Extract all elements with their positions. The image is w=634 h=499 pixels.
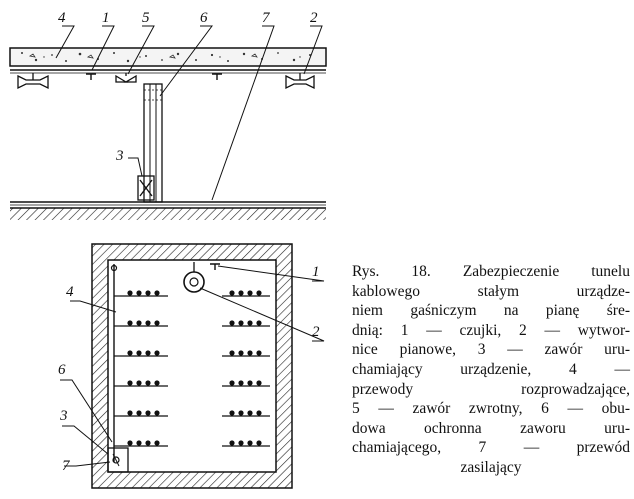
starting-valve-3 xyxy=(137,175,155,201)
label-4-top: 4 xyxy=(58,10,66,26)
foam-generator-section xyxy=(183,262,205,293)
foam-generator-left xyxy=(17,73,49,90)
label-7-top: 7 xyxy=(262,10,271,26)
cable-trays-left xyxy=(120,290,168,447)
longitudinal-section: 4 1 5 6 7 2 3 xyxy=(9,10,327,220)
label-6-section: 6 xyxy=(58,362,66,378)
top-view-labels: 4 1 5 6 7 2 3 xyxy=(58,10,318,164)
caption-line: kablowego stałym urządze- xyxy=(352,282,630,300)
label-2-section: 2 xyxy=(312,324,320,340)
label-5-top: 5 xyxy=(142,10,150,26)
ceiling-slab xyxy=(9,47,327,67)
detectors xyxy=(86,73,222,80)
tunnel-walls xyxy=(91,243,293,489)
caption-line: nice pianowe, 3 — zawór uru- xyxy=(352,341,630,359)
caption-line: Rys. 18. Zabezpieczenie tunelu xyxy=(352,263,630,280)
caption-line: 5 — zawór zwrotny, 6 — obu- xyxy=(352,400,630,418)
caption-line: dnią: 1 — czujki, 2 — wytwor- xyxy=(352,321,630,339)
label-1-top: 1 xyxy=(102,10,110,26)
cable-trays-right xyxy=(222,290,270,447)
cross-section-labels: 1 2 4 6 3 7 xyxy=(58,264,320,474)
caption-line: zasilający xyxy=(460,458,522,476)
figure-caption: Rys. 18. Zabezpieczenie tunelu kablowego… xyxy=(352,262,630,478)
label-7-section: 7 xyxy=(62,458,71,474)
label-1-section: 1 xyxy=(312,264,320,280)
label-3-top: 3 xyxy=(115,148,124,164)
cross-section-leaders xyxy=(60,265,325,467)
caption-line: niem gaśniczym na pianę śre- xyxy=(352,302,630,320)
riser-section xyxy=(107,264,129,473)
label-4-section: 4 xyxy=(66,284,74,300)
floor-slab xyxy=(10,208,326,220)
detector-section xyxy=(210,263,220,270)
caption-line: chamiającego, 7 — przewód xyxy=(352,439,630,457)
check-valve-5 xyxy=(115,73,137,83)
label-6-top: 6 xyxy=(200,10,208,26)
cross-section: 1 2 4 6 3 7 xyxy=(58,243,325,489)
caption-line: dowa ochronna zaworu uru- xyxy=(352,419,630,437)
label-2-top: 2 xyxy=(310,10,318,26)
foam-generator-right xyxy=(285,73,315,90)
top-view-leaders xyxy=(55,25,323,201)
riser-casing-6 xyxy=(143,83,163,203)
caption-line: przewody rozprowadzające, xyxy=(352,380,630,398)
caption-line: chamiający urządzenie, 4 — xyxy=(352,360,630,378)
label-3-section: 3 xyxy=(59,408,68,424)
